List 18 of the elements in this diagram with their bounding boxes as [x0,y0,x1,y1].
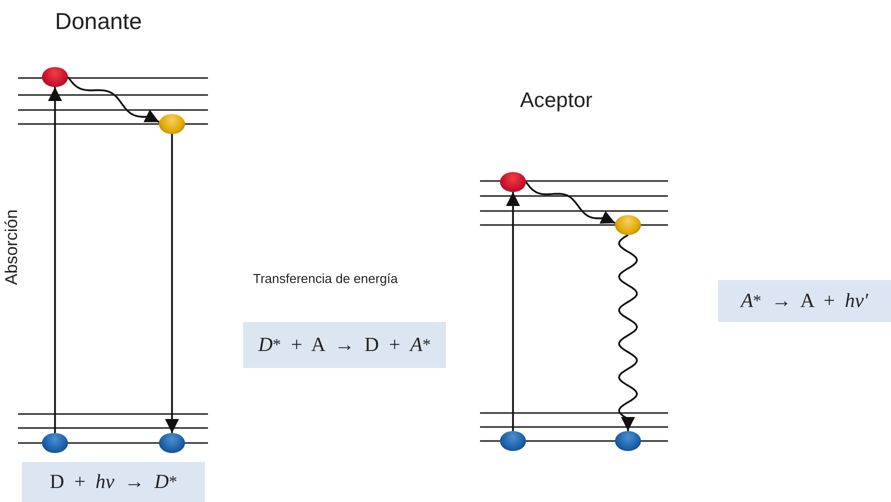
wavy-arrow [525,181,616,224]
process-label: Transferencia de energía [253,271,398,286]
state-ellipse [615,431,641,451]
state-ellipse [159,114,185,134]
state-ellipse [42,67,68,87]
arrow [506,192,520,431]
arrow [165,134,179,433]
state-ellipse [159,433,185,453]
state-ellipse [500,431,526,451]
arrow [48,87,62,433]
axis-label: Absorción [2,209,22,285]
state-ellipse [42,433,68,453]
diagram-heading: Donante [55,8,142,35]
state-ellipse [615,215,641,235]
wavy-arrow [618,234,638,431]
wavy-arrow [67,76,160,123]
state-ellipse [500,172,526,192]
diagram-heading: Aceptor [520,89,592,113]
